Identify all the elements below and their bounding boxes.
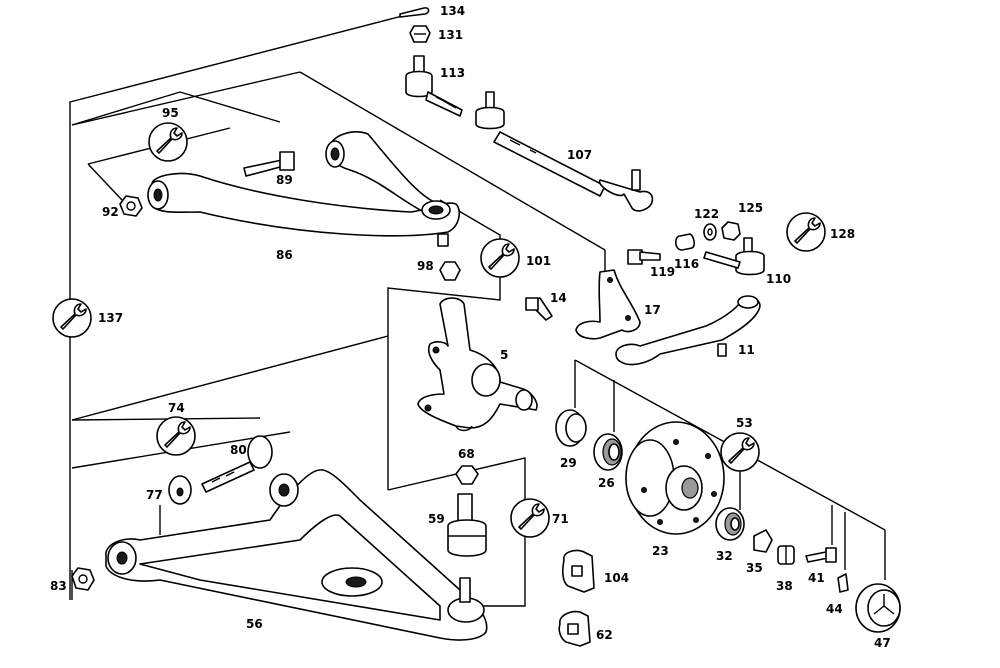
callout-122: 122: [694, 207, 719, 221]
callout-83: 83: [50, 579, 67, 593]
bolt-80: [201, 435, 273, 493]
seal-29: [555, 409, 587, 447]
callout-68: 68: [458, 447, 475, 461]
bump-stop-62: [558, 610, 591, 647]
nut-98: [439, 261, 461, 281]
upper-control-arm-86: [147, 131, 461, 247]
clamp-116: [674, 233, 695, 251]
callout-110: 110: [766, 272, 791, 286]
callout-29: 29: [560, 456, 577, 470]
callout-116: 116: [674, 257, 699, 271]
grease-cap-47: [855, 583, 901, 633]
callout-101: 101: [526, 254, 551, 268]
callout-59: 59: [428, 512, 445, 526]
drag-link-107: [475, 91, 654, 212]
wheel-hub-23: [625, 421, 725, 535]
ball-joint-59: [447, 493, 487, 557]
callout-131: 131: [438, 28, 463, 42]
lower-control-arm-56: [105, 469, 488, 641]
callout-107: 107: [567, 148, 592, 162]
callout-53: 53: [736, 416, 753, 430]
callout-98: 98: [417, 259, 434, 273]
callout-56: 56: [246, 617, 263, 631]
wrench-icon: [148, 122, 188, 162]
bolt-119: [627, 249, 661, 265]
callout-14: 14: [550, 291, 567, 305]
nut-68: [455, 465, 479, 485]
leader-lines: [69, 13, 886, 607]
callout-119: 119: [650, 265, 675, 279]
washer-77: [168, 475, 192, 505]
steering-arm-bracket-17: [575, 269, 641, 340]
washer-35: [753, 529, 773, 553]
callout-125: 125: [738, 201, 763, 215]
callout-134: 134: [440, 4, 465, 18]
cotter-pin-part: [399, 7, 430, 18]
wrench-icon: [156, 416, 196, 456]
callout-71: 71: [552, 512, 569, 526]
callout-104: 104: [604, 571, 629, 585]
wrench-icon: [52, 298, 92, 338]
callout-32: 32: [716, 549, 733, 563]
callout-26: 26: [598, 476, 615, 490]
wrench-icon: [786, 212, 826, 252]
wrench-icon: [720, 432, 760, 472]
callout-17: 17: [644, 303, 661, 317]
tie-rod-end-110: [703, 237, 765, 276]
callout-89: 89: [276, 173, 293, 187]
callout-128: 128: [830, 227, 855, 241]
callout-11: 11: [738, 343, 755, 357]
callout-38: 38: [776, 579, 793, 593]
castle-nut-131: [409, 25, 431, 43]
steering-arm-11: [615, 295, 761, 366]
tie-rod-end-113: [405, 55, 463, 117]
bolt-41: [805, 547, 837, 563]
bolt-14: [525, 297, 553, 321]
nut-83: [71, 567, 95, 591]
callout-47: 47: [874, 636, 891, 650]
callout-80: 80: [230, 443, 247, 457]
nut-92: [119, 195, 143, 217]
callout-113: 113: [440, 66, 465, 80]
callout-62: 62: [596, 628, 613, 642]
callout-44: 44: [826, 602, 843, 616]
bearing-32: [715, 507, 745, 541]
bolt-89: [243, 151, 295, 177]
clip-44: [837, 573, 849, 593]
callout-95: 95: [162, 106, 179, 120]
callout-5: 5: [500, 348, 508, 362]
wrench-icon: [480, 238, 520, 278]
callout-35: 35: [746, 561, 763, 575]
wrench-icon: [510, 498, 550, 538]
callout-77: 77: [146, 488, 163, 502]
callout-23: 23: [652, 544, 669, 558]
callout-137: 137: [98, 311, 123, 325]
nut-125: [721, 221, 741, 241]
nut-38: [777, 545, 795, 565]
callout-86: 86: [276, 248, 293, 262]
callout-41: 41: [808, 571, 825, 585]
bump-stop-104: [562, 549, 595, 593]
callout-74: 74: [168, 401, 185, 415]
bearing-26: [593, 433, 623, 471]
washer-122: [703, 223, 717, 241]
callout-92: 92: [102, 205, 119, 219]
steering-knuckle-5: [417, 297, 538, 432]
callout-labels: 134 131 113 95 107 89 92 122 125 128 86 …: [50, 4, 891, 650]
